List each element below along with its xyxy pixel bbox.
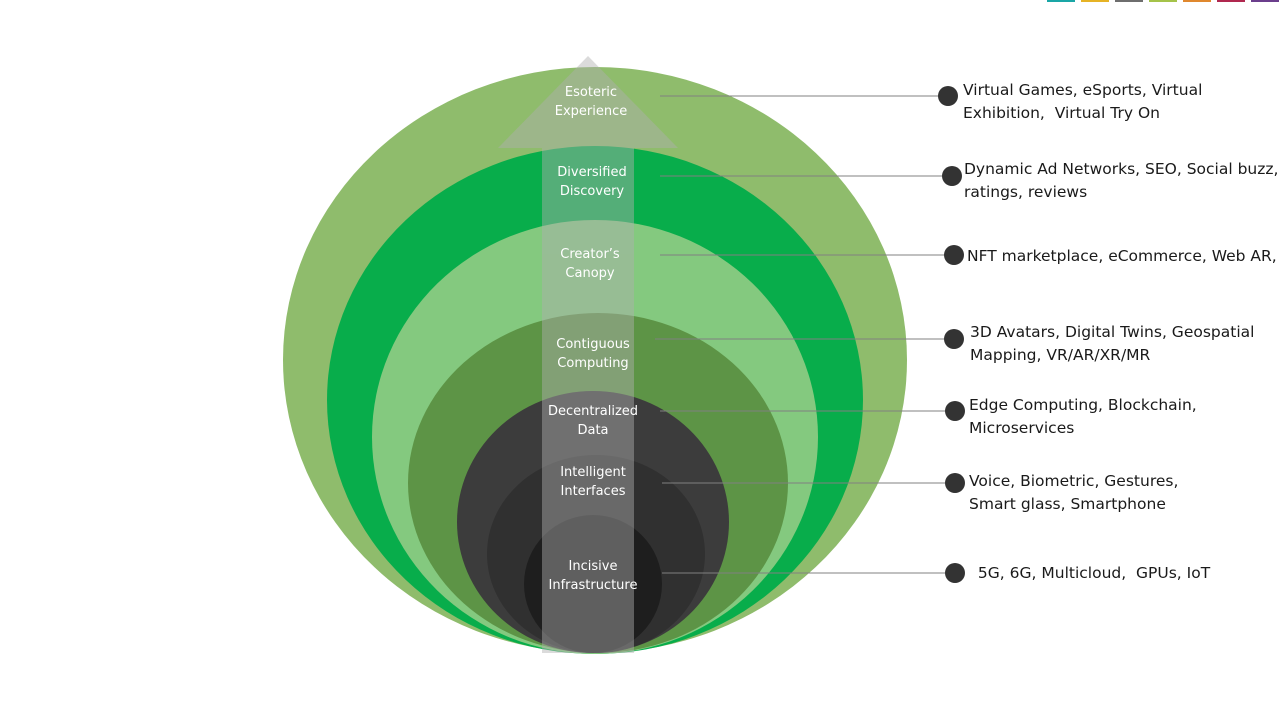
connector-dot-infrastructure <box>945 563 965 583</box>
layer-label-line: Incisive <box>569 559 618 574</box>
description-line: Exhibition, Virtual Try On <box>963 104 1160 122</box>
layer-label-line: Data <box>577 423 608 438</box>
description-line: Microservices <box>969 419 1075 437</box>
description-line: Dynamic Ad Networks, SEO, Social buzz, <box>964 160 1279 178</box>
layer-label-line: Experience <box>555 104 628 119</box>
arrow-head <box>498 56 678 148</box>
description-line: Mapping, VR/AR/XR/MR <box>970 346 1151 364</box>
layer-label-line: Diversified <box>557 165 626 180</box>
accent-strip <box>1115 0 1143 2</box>
accent-strip <box>1081 0 1109 2</box>
accent-strip <box>1217 0 1245 2</box>
description-line: Smart glass, Smartphone <box>969 495 1166 513</box>
layer-label-line: Contiguous <box>556 337 630 352</box>
connector-dot-canopy <box>944 245 964 265</box>
description-line: NFT marketplace, eCommerce, Web AR, <box>967 247 1277 265</box>
circle-infrastructure <box>524 515 662 653</box>
layer-label-line: Esoteric <box>565 85 617 100</box>
up-arrow <box>498 56 678 653</box>
layer-label-line: Discovery <box>560 184 625 199</box>
description-line: 3D Avatars, Digital Twins, Geospatial <box>970 323 1255 341</box>
connector-dot-data <box>945 401 965 421</box>
accent-strip <box>1047 0 1075 2</box>
accent-strip <box>1251 0 1279 2</box>
description-canopy: NFT marketplace, eCommerce, Web AR, <box>967 245 1277 268</box>
layer-label-line: Infrastructure <box>549 578 638 593</box>
layer-label-line: Intelligent <box>560 465 626 480</box>
description-data: Edge Computing, Blockchain, Microservices <box>969 394 1197 440</box>
connector-dot-interfaces <box>945 473 965 493</box>
description-line: 5G, 6G, Multicloud, GPUs, IoT <box>973 564 1211 582</box>
description-infrastructure: 5G, 6G, Multicloud, GPUs, IoT <box>973 562 1210 585</box>
description-discovery: Dynamic Ad Networks, SEO, Social buzz, ra… <box>964 158 1278 204</box>
connector-dot-esoteric <box>938 86 958 106</box>
layer-label-line: Computing <box>557 356 628 371</box>
arrow-shaft <box>542 148 634 653</box>
layer-label-line: Interfaces <box>561 484 626 499</box>
layer-label-line: Decentralized <box>548 404 638 419</box>
layer-label-line: Creator’s <box>560 247 620 262</box>
description-line: Edge Computing, Blockchain, <box>969 396 1197 414</box>
connector-dot-computing <box>944 329 964 349</box>
description-line: Virtual Games, eSports, Virtual <box>963 81 1203 99</box>
description-line: Voice, Biometric, Gestures, <box>969 472 1179 490</box>
description-interfaces: Voice, Biometric, Gestures, Smart glass, … <box>969 470 1178 516</box>
connector-dot-discovery <box>942 166 962 186</box>
accent-strip <box>1183 0 1211 2</box>
accent-strip <box>1149 0 1177 2</box>
description-line: ratings, reviews <box>964 183 1088 201</box>
layer-label-line: Canopy <box>565 266 614 281</box>
